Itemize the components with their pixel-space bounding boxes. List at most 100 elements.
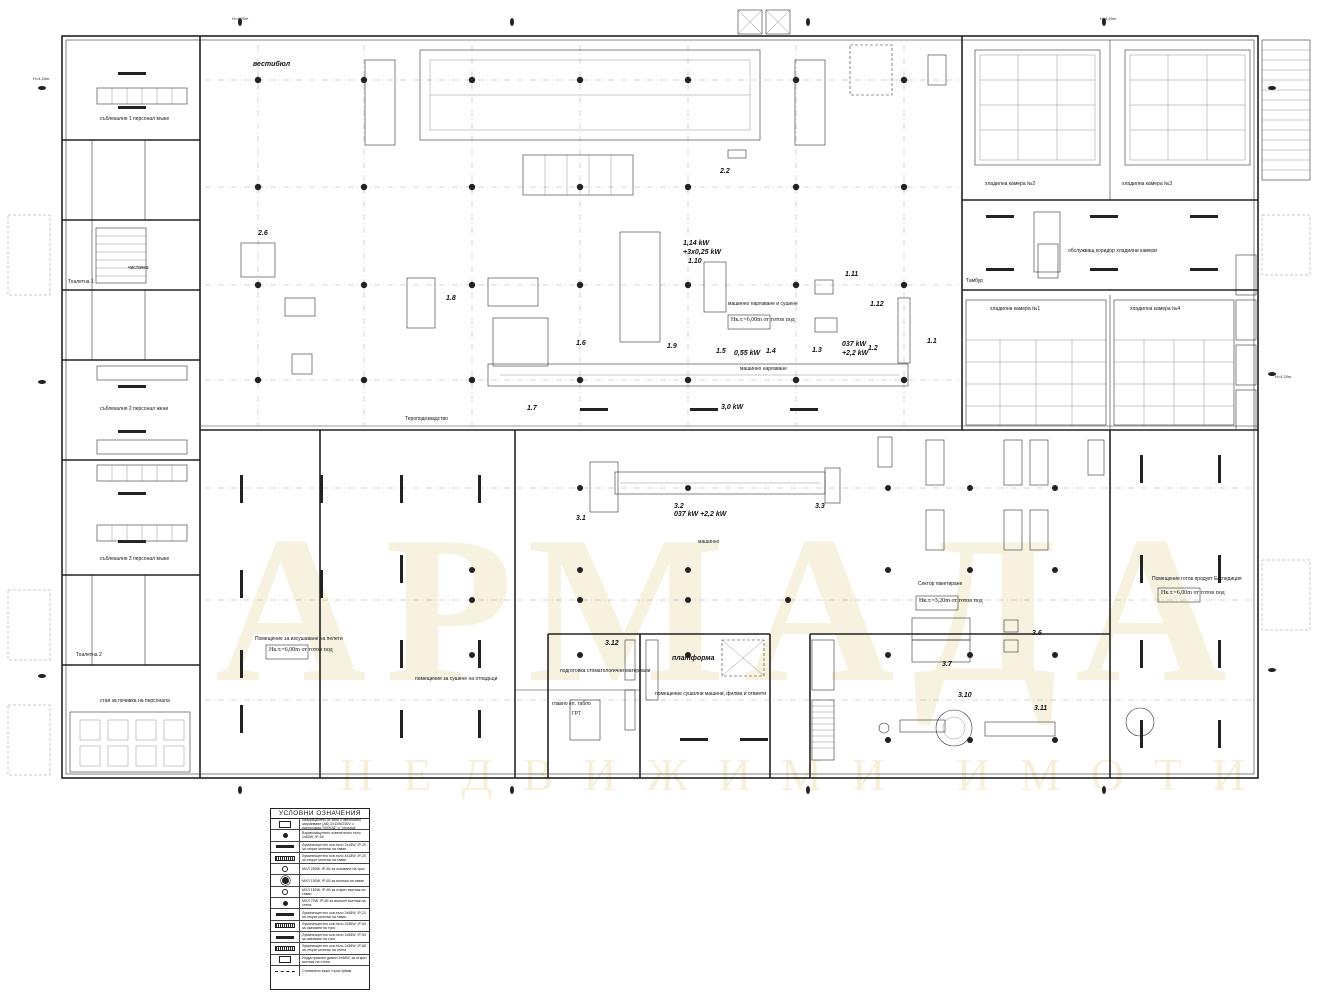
- watermark-sub: НЕДВИЖИМИ ИМОТИ: [340, 749, 1275, 800]
- label-machinery2: машинно нарязване: [740, 366, 787, 372]
- label-platform-note: помещение сушилни машини, филма и отвиет…: [655, 691, 766, 697]
- label-cleaning: чистачка: [128, 265, 149, 271]
- tag-1-4: 1.4: [766, 348, 776, 355]
- tag-22kw: +2,2 kW: [842, 350, 870, 357]
- legend-text: Луминесцентно осв.тяло 2х18W, IP-20 за о…: [302, 842, 367, 851]
- linear-luminaires: [118, 72, 1221, 748]
- legend-text: МХЛ 250W, IP-65 за окачване на трос: [302, 867, 365, 872]
- annex-right: [7, 39, 1311, 776]
- legend-text: Луминесцентно осв.тяло 2х36W, IP-54 за о…: [302, 921, 367, 930]
- label-vestibule: вестибюл: [253, 60, 291, 68]
- legend-text: МХЛ 150W, IP-65 за открит монтаж на тава…: [302, 887, 366, 896]
- tag-3-3: 3.3: [815, 503, 825, 510]
- room-labels: съблекалня 1 персонал мъже съблекалня 2 …: [68, 60, 1242, 717]
- legend-row: Луминесцентно осв.тяло 2х58W, IP-54 за о…: [271, 931, 369, 944]
- legend-row: МХЛ 250W, IP-65 за окачване на трос: [271, 864, 369, 876]
- tag-3x025kw: +3x0,25 kW: [683, 249, 722, 256]
- tag-3-2: 3.2: [674, 503, 684, 510]
- label-grinding: Помещение за изсушаване на пелети: [255, 636, 343, 642]
- label-cold2: хладилна камера №2: [985, 181, 1035, 187]
- legend-row: МХЛ 150W, IP-65 за открит монтаж на тава…: [271, 886, 369, 899]
- legend-text: Евакуационно ос.тяло с автономно захранв…: [302, 818, 361, 831]
- tag-2-6: 2.6: [257, 230, 268, 237]
- label-sector: Сектор пакетиране: [918, 581, 963, 587]
- elev-6m-b: Нк.т.=6,00m от готов под: [269, 647, 333, 653]
- production-equipment-upper: [240, 9, 1061, 387]
- elev-edge-left: Н=4,20m: [33, 76, 50, 81]
- legend-text: Индустриален димен 2х58W, за открит монт…: [302, 955, 367, 964]
- elev-edge-right: Н=4,20m: [1275, 374, 1292, 379]
- legend-row: Индустриален димен 2х58W, за открит монт…: [271, 954, 369, 966]
- watermark-main: АРМАДА: [215, 494, 1245, 726]
- outer-walls: [61, 35, 1259, 779]
- machine-tags: 1,14 kW +3x0,25 kW 1.10 1.8 1.6 1.7 1.9 …: [257, 168, 1047, 712]
- label-cold4: хладилна камера №4: [1130, 306, 1180, 312]
- exterior-lamps: [38, 18, 1276, 794]
- legend-text: Луминесцентно осв.тяло 2х58W, IP-54 за о…: [302, 933, 367, 942]
- tag-3-2-kw: 037 kW +2,2 kW: [674, 511, 728, 518]
- tag-3-10: 3.10: [958, 692, 972, 699]
- tag-3-12: 3.12: [605, 640, 619, 647]
- label-service-corridor: обслужващ коридор хладилни камери: [1068, 248, 1157, 254]
- legend-row: Луминесцентно осв.тяло 2х36W, IP-54 за о…: [271, 920, 369, 932]
- tag-1-5: 1.5: [716, 348, 726, 355]
- tag-1-12: 1.12: [870, 301, 884, 308]
- tag-1-7: 1.7: [527, 405, 538, 412]
- label-switchboard: главно ел. табло: [552, 701, 591, 707]
- tag-1-1: 1.1: [927, 338, 937, 345]
- legend-text: Луминесцентно осв.тяло 2х58W, IP-21 за о…: [302, 910, 367, 919]
- lamp-grid-upper: [254, 76, 908, 384]
- tag-1-2: 1.2: [868, 345, 878, 352]
- label-storage: подготовка стоматологични материали: [560, 668, 651, 674]
- legend-row: Луминесцентно осв.тяло 2х58W, IP-66 за о…: [271, 943, 369, 955]
- legend-panel: УСЛОВНИ ОЗНАЧЕНИЯ Евакуационно ос.тяло с…: [270, 808, 370, 990]
- elev-6m-c: Нк.т.=6,00m от готов под: [1161, 590, 1225, 596]
- label-shipping: Помещение готов продукт Експедиция: [1152, 576, 1242, 582]
- label-platform: платформа: [672, 655, 715, 662]
- label-machinery: машинно: [698, 539, 720, 545]
- label-dress-male2: съблекалня 3 персонал мъже: [100, 556, 169, 562]
- label-steam: Тероподезвадство: [405, 416, 448, 422]
- tag-1-3: 1.3: [812, 347, 822, 354]
- label-dress-female: съблекалня 2 персонал жени: [100, 406, 168, 412]
- legend-text: Луминесцентно осв.тяло 2х58W, IP-66 за о…: [302, 944, 367, 953]
- tag-3-11: 3.11: [1034, 705, 1047, 712]
- legend-row: Луминесцентно осв.тяло 2х58W, IP-21 за о…: [271, 909, 369, 921]
- legend-row: Евакуационно ос.тяло с автономно захранв…: [271, 818, 369, 831]
- elev-6m-a: Нк.т.=6,00m от готов под: [731, 317, 795, 323]
- production-equipment-lower: [569, 436, 1155, 761]
- tag-3kw: 3,0 kW: [721, 404, 745, 411]
- tag-1-14kw: 1,14 kW: [683, 240, 710, 247]
- tag-1-6: 1.6: [576, 340, 586, 347]
- legend-text: Взривозащитено осветително тяло 1х60W, I…: [302, 831, 361, 840]
- legend-row: Взривозащитено осветително тяло 1х60W, I…: [271, 830, 369, 842]
- label-toilet2: Тоалетна 2: [76, 652, 102, 658]
- legend-row: МХЛ 70W, IP-65 за външен монтаж на стена: [271, 898, 369, 910]
- label-machine-area: машинно нарязване и сушене: [728, 301, 798, 307]
- tag-1-10: 1.10: [688, 258, 702, 265]
- legend-row: Луминесцентно осв.тяло 4х18W, IP-20 за о…: [271, 852, 369, 865]
- label-grp: ГРТ: [572, 711, 581, 717]
- label-dress-male: съблекалня 1 персонал мъже: [100, 116, 169, 122]
- label-cold3: хладилна камера №3: [1122, 181, 1172, 187]
- cold-rooms: [965, 49, 1257, 431]
- tag-3-1: 3.1: [576, 515, 586, 522]
- tag-037kw: 037 kW: [842, 341, 868, 348]
- label-cold1: хладилна камера №1: [990, 306, 1040, 312]
- legend-text: Луминесцентно осв.тяло 4х18W, IP-20 за о…: [302, 854, 367, 863]
- tag-2-2: 2.2: [719, 168, 730, 175]
- elev-edge-top-b: Н=4,20m: [1100, 16, 1117, 21]
- column-grid: [205, 45, 1255, 701]
- label-canteen: стая за почивка на персонала: [100, 698, 170, 704]
- legend-text: Стоманено въже /трос/ ф6мм: [302, 969, 352, 973]
- label-tambour: Тамбур: [966, 278, 983, 284]
- legend-row: Луминесцентно осв.тяло 2х18W, IP-20 за о…: [271, 841, 369, 853]
- tag-055kw: 0,55 kW: [734, 350, 761, 357]
- legend-text: МХЛ 70W, IP-65 за външен монтаж на стена: [302, 899, 366, 908]
- legend-row: Стоманено въже /трос/ ф6мм: [271, 965, 369, 977]
- legend-row: МХЛ 150W, IP-65 за монтаж на таван: [271, 875, 369, 887]
- tag-1-9: 1.9: [667, 343, 677, 350]
- lamp-grid-lower: [469, 485, 1058, 743]
- staff-furniture: [69, 87, 191, 773]
